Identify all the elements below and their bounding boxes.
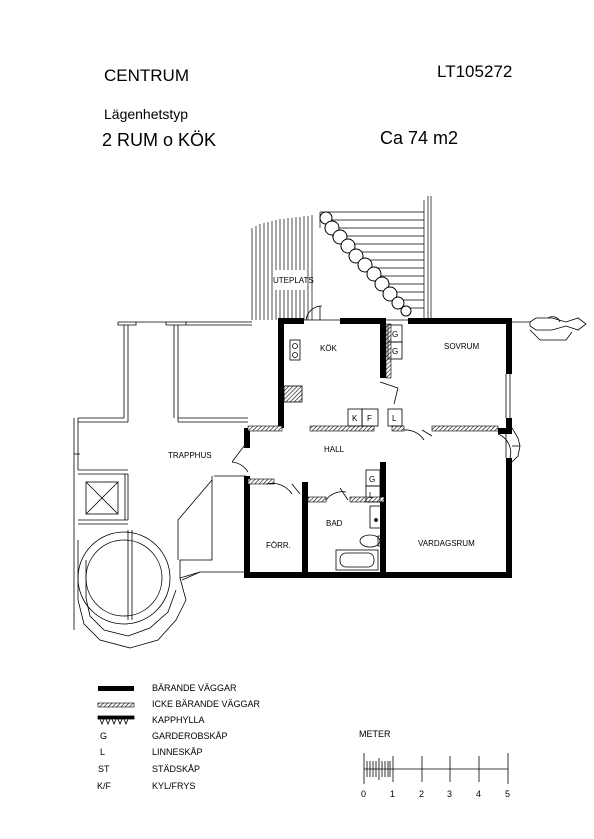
- bathroom-fixtures: [335, 505, 383, 571]
- scale-tick-label: 0: [361, 789, 366, 799]
- cabinet-label: G: [392, 347, 398, 356]
- room-label-forr: FÖRR.: [266, 541, 291, 550]
- elevator-shaft: [85, 481, 119, 515]
- legend-code: L: [100, 747, 105, 757]
- scale-tick-label: 3: [447, 789, 452, 799]
- stair-landing: [179, 475, 247, 579]
- legend-non-bearing-wall-symbol: [97, 702, 135, 708]
- cabinet-label: K: [352, 414, 358, 423]
- room-label-kok: KÖK: [320, 344, 338, 353]
- bathtub: [335, 549, 379, 571]
- terrace: [251, 196, 432, 320]
- legend-label: ICKE BÄRANDE VÄGGAR: [152, 699, 261, 709]
- legend-label: KYL/FRYS: [152, 781, 195, 791]
- room-label-sovrum: SOVRUM: [444, 342, 479, 351]
- bearing-walls: [244, 318, 512, 578]
- scale-tick-label: 4: [476, 789, 481, 799]
- scale-tick-label: 1: [390, 789, 395, 799]
- terrace-decking: [251, 215, 313, 320]
- room-label-uteplats: UTEPLATS: [273, 276, 314, 285]
- thin-outlines: [265, 305, 512, 501]
- legend-code: G: [100, 731, 107, 741]
- apartment-type: 2 RUM o KÖK: [102, 130, 217, 150]
- toilet: [359, 534, 381, 548]
- legend-code: K/F: [97, 781, 112, 791]
- room-label-bad: BAD: [326, 519, 343, 528]
- apartment-type-label: Lägenhetstyp: [104, 106, 189, 122]
- cabinets: [347, 324, 403, 503]
- room-label-trapphus: TRAPPHUS: [168, 451, 212, 460]
- cabinet-label: G: [369, 475, 375, 484]
- legend: G L ST K/F BÄRANDE VÄGGAR ICKE BÄRANDE V…: [97, 683, 261, 791]
- legend-label: STÄDSKÅP: [152, 764, 200, 774]
- legend-code: ST: [98, 764, 110, 774]
- cabinet-label: G: [392, 330, 398, 339]
- scale-tick-label: 5: [505, 789, 510, 799]
- sink: [369, 505, 383, 529]
- scale-bar: METER 0 1 2 3 4 5: [359, 729, 510, 799]
- legend-label: GARDEROBSKÅP: [152, 731, 228, 741]
- legend-label: LINNESKÅP: [152, 747, 203, 757]
- cabinet-label: L: [392, 414, 397, 423]
- room-label-vardagsrum: VARDAGSRUM: [418, 539, 475, 548]
- scale-tick-label: 2: [419, 789, 424, 799]
- bay-window-top: [512, 316, 587, 341]
- legend-label: BÄRANDE VÄGGAR: [152, 683, 237, 693]
- cabinet-label: L: [369, 491, 374, 500]
- legend-label: KAPPHYLLA: [152, 715, 205, 725]
- area-size: Ca 74 m2: [380, 128, 459, 148]
- room-label-hall: HALL: [324, 445, 345, 454]
- plan-id: LT105272: [437, 62, 513, 81]
- legend-bearing-wall-symbol: [98, 686, 134, 691]
- bay-window-right: [511, 427, 521, 463]
- scale-title: METER: [359, 729, 391, 739]
- entrance-door: [231, 445, 249, 473]
- hedge-bush: [319, 211, 412, 317]
- legend-shelf-symbol: [97, 715, 135, 726]
- scale-fine-ticks: [366, 758, 391, 780]
- non-bearing-walls: [247, 323, 499, 503]
- stairwell: [73, 321, 252, 649]
- area-name: CENTRUM: [104, 66, 189, 85]
- terrace-steps: [319, 196, 432, 320]
- cabinet-label: F: [367, 414, 372, 423]
